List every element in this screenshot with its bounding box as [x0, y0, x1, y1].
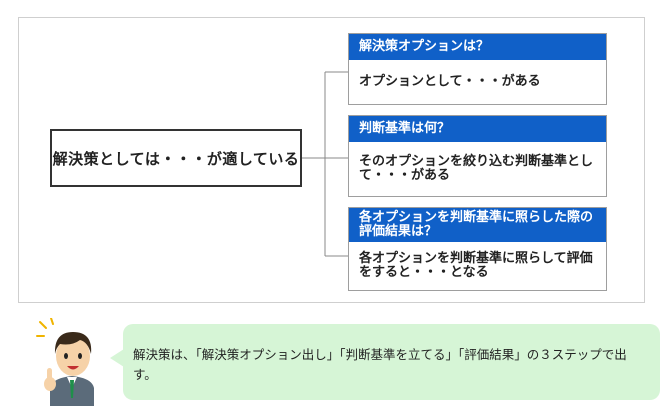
card-evaluation: 各オプションを判断基準に照らした際の評価結果は？ 各オプションを判断基準に照らし…	[348, 207, 607, 291]
card-evaluation-header: 各オプションを判断基準に照らした際の評価結果は？	[349, 208, 606, 242]
solution-summary-label: 解決策としては・・・が適している	[52, 149, 300, 168]
card-options-header: 解決策オプションは？	[349, 34, 606, 60]
sparkle-icon	[36, 318, 54, 337]
solution-summary-box: 解決策としては・・・が適している	[50, 129, 302, 187]
card-evaluation-body: 各オプションを判断基準に照らして評価をすると・・・となる	[359, 251, 593, 280]
speech-text: 解決策は、「解決策オプション出し」「判断基準を立てる」「評価結果」の３ステップで…	[133, 347, 627, 382]
presenter-avatar	[36, 318, 94, 406]
card-options: 解決策オプションは？ オプションとして・・・がある	[348, 33, 607, 105]
card-criteria-body: そのオプションを絞り込む判断基準として・・・がある	[359, 154, 594, 183]
speech-bubble-tail	[110, 349, 124, 367]
card-criteria-header: 判断基準は何？	[349, 116, 606, 142]
speech-bubble	[123, 324, 660, 400]
card-options-body: オプションとして・・・がある	[359, 74, 541, 89]
card-criteria: 判断基準は何？ そのオプションを絞り込む判断基準として・・・がある	[348, 115, 607, 197]
